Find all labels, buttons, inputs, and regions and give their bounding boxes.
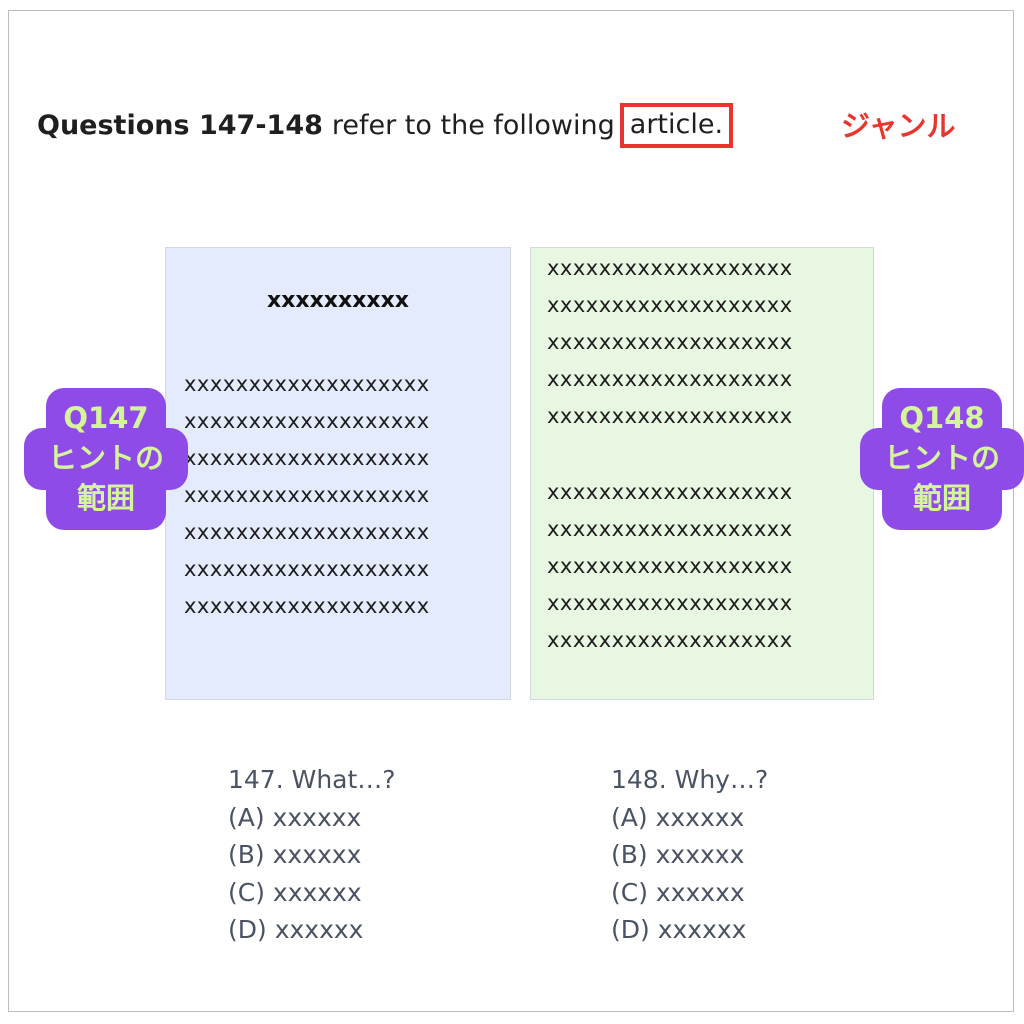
slide-frame: Questions 147-148 refer to the following… bbox=[8, 10, 1024, 1012]
passage-line: xxxxxxxxxxxxxxxxxxx bbox=[547, 256, 793, 280]
answer-choice: (A) xxxxxx bbox=[228, 802, 362, 832]
passage-panel-right: xxxxxxxxxxxxxxxxxxx xxxxxxxxxxxxxxxxxxx … bbox=[530, 247, 874, 700]
passage-line: xxxxxxxxxxxxxxxxxxx bbox=[547, 293, 793, 317]
passage-line: xxxxxxxxxxxxxxxxxxx bbox=[547, 330, 793, 354]
question-stem: 147. What…? bbox=[228, 765, 396, 794]
passage-line: xxxxxxxxxxxxxxxxxxx bbox=[184, 372, 430, 396]
genre-word: article. bbox=[629, 108, 724, 140]
question-range: Questions 147-148 bbox=[37, 109, 323, 141]
hint-q148-range: 範囲 bbox=[912, 481, 971, 515]
passage-line: xxxxxxxxxxxxxxxxxxx bbox=[547, 480, 793, 504]
passage-line: xxxxxxxxxxxxxxxxxxx bbox=[547, 404, 793, 428]
passage-panel-left: xxxxxxxxxx xxxxxxxxxxxxxxxxxxx xxxxxxxxx… bbox=[165, 247, 511, 700]
hint-q147-text: ヒントの bbox=[47, 441, 164, 475]
passage-line: xxxxxxxxxxxxxxxxxxx bbox=[547, 367, 793, 391]
answer-choice: (C) xxxxxx bbox=[611, 877, 745, 907]
passage-line: xxxxxxxxxxxxxxxxxxx bbox=[547, 554, 793, 578]
answer-choice: (B) xxxxxx bbox=[611, 840, 745, 869]
passage-line: xxxxxxxxxxxxxxxxxxx bbox=[184, 446, 430, 470]
hint-badge-q147: Q147 ヒントの 範囲 bbox=[24, 388, 188, 530]
genre-highlight-box: article. bbox=[619, 102, 734, 148]
genre-label: ジャンル bbox=[841, 109, 956, 143]
passage-line: xxxxxxxxxxxxxxxxxxx bbox=[547, 628, 793, 652]
headline: Questions 147-148 refer to the following… bbox=[37, 101, 734, 149]
question-148: 148. Why…? (A) xxxxxx (B) xxxxxx (C) xxx… bbox=[611, 761, 768, 949]
question-147: 147. What…? (A) xxxxxx (B) xxxxxx (C) xx… bbox=[228, 761, 396, 949]
passage-line: xxxxxxxxxxxxxxxxxxx bbox=[184, 409, 430, 433]
passage-line: xxxxxxxxxxxxxxxxxxx bbox=[184, 594, 430, 618]
hint-badge-q148: Q148 ヒントの 範囲 bbox=[860, 388, 1024, 530]
question-stem: 148. Why…? bbox=[611, 765, 769, 794]
hint-q147-range: 範囲 bbox=[76, 481, 135, 515]
answer-choice: (D) xxxxxx bbox=[228, 915, 364, 944]
hint-q148-label: Q148 bbox=[899, 401, 985, 435]
answer-choice: (C) xxxxxx bbox=[228, 877, 362, 907]
passage-line: xxxxxxxxxxxxxxxxxxx bbox=[184, 557, 430, 581]
hint-q148-text: ヒントの bbox=[883, 441, 1000, 475]
answer-choice: (D) xxxxxx bbox=[611, 915, 747, 944]
passage-line: xxxxxxxxxxxxxxxxxxx bbox=[547, 517, 793, 541]
answer-choice: (B) xxxxxx bbox=[228, 840, 362, 869]
passage-line: xxxxxxxxxxxxxxxxxxx bbox=[184, 483, 430, 507]
passage-title: xxxxxxxxxx bbox=[267, 288, 409, 313]
intro-text: refer to the following bbox=[331, 109, 615, 141]
hint-q147-label: Q147 bbox=[63, 401, 149, 435]
passage-line: xxxxxxxxxxxxxxxxxxx bbox=[184, 520, 430, 544]
answer-choice: (A) xxxxxx bbox=[611, 802, 745, 832]
passage-line: xxxxxxxxxxxxxxxxxxx bbox=[547, 591, 793, 615]
